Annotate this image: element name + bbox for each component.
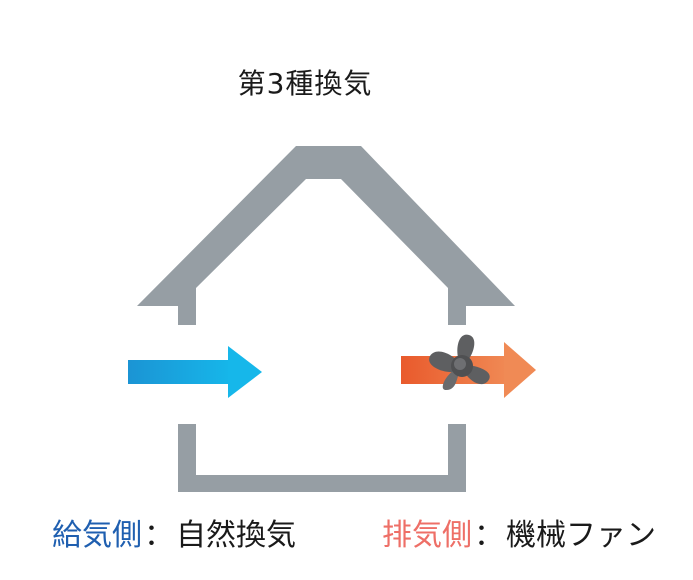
supply-caption: 給気側：自然換気	[52, 510, 296, 554]
supply-side-label: 給気側	[52, 518, 142, 553]
supply-side-value: 自然換気	[176, 518, 296, 553]
exhaust-side-label: 排気側	[382, 518, 472, 553]
fan-icon	[429, 334, 490, 390]
house-floor	[178, 424, 466, 492]
supply-separator: ：	[144, 518, 174, 553]
diagram-title: 第3種換気	[237, 67, 373, 100]
exhaust-separator: ：	[474, 518, 504, 553]
exhaust-caption: 排気側：機械ファン	[382, 510, 656, 554]
supply-arrow-icon	[128, 346, 262, 398]
house-roof	[137, 146, 515, 325]
exhaust-side-value: 機械ファン	[506, 518, 656, 553]
